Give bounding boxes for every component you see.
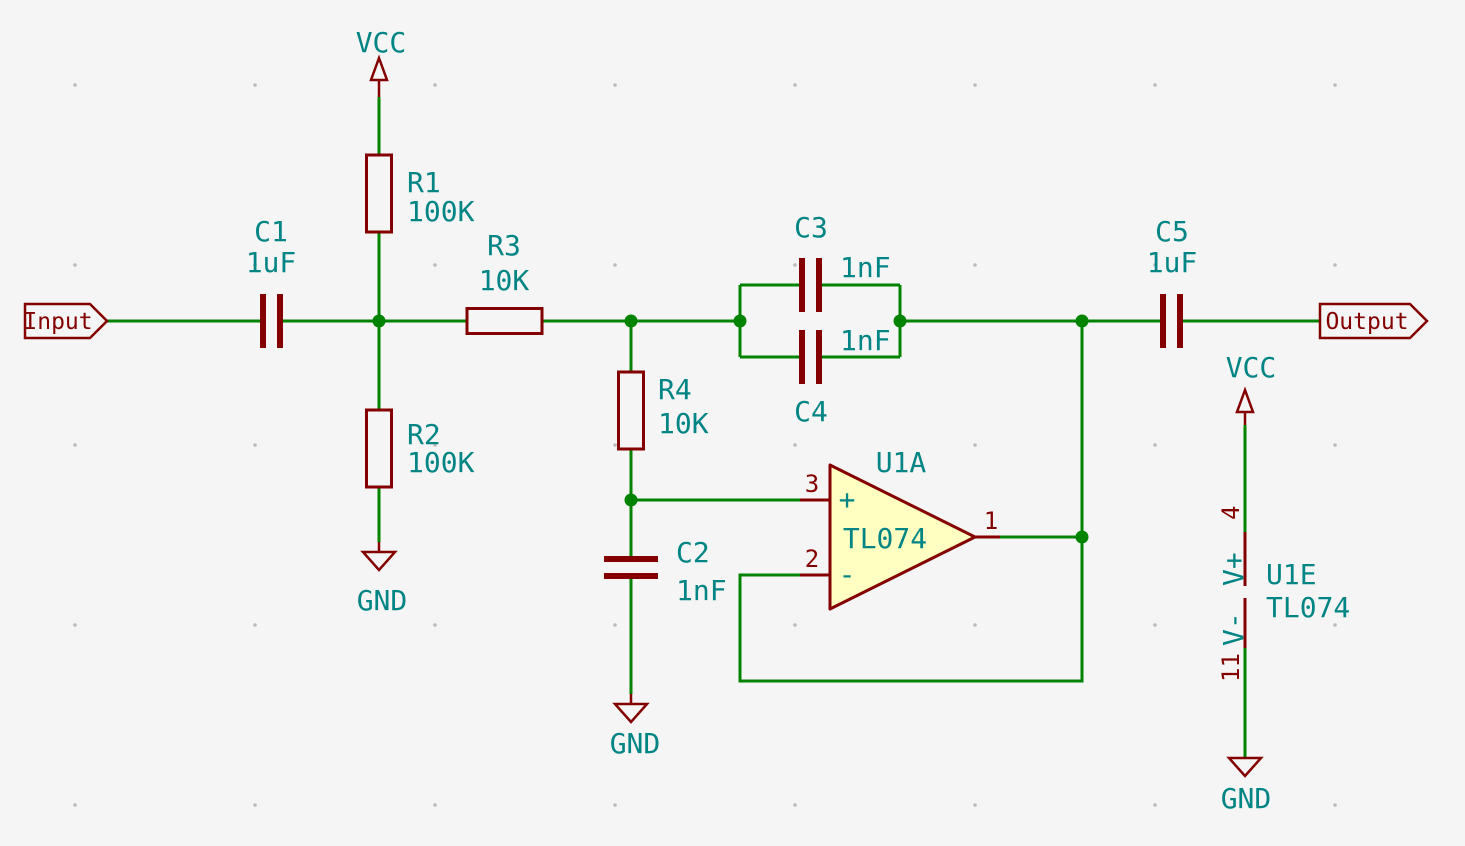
junctions bbox=[372, 314, 1089, 544]
resistor-body bbox=[365, 408, 393, 489]
c5-value: 1uF bbox=[1147, 246, 1198, 279]
vcc-label: VCC bbox=[1226, 351, 1277, 384]
junction-dot[interactable] bbox=[1075, 314, 1089, 328]
c1-ref: C1 bbox=[254, 215, 288, 248]
pin-number-2: 2 bbox=[805, 545, 819, 573]
pin-name-plus: + bbox=[839, 483, 856, 516]
wire[interactable] bbox=[738, 537, 1084, 683]
pin-name-vplus: V+ bbox=[1217, 552, 1250, 586]
output-label-outline bbox=[1318, 302, 1429, 340]
output-label-text: Output bbox=[1325, 309, 1408, 335]
power-gnd-r2[interactable]: GND bbox=[357, 542, 408, 617]
r2-ref: R2 bbox=[407, 418, 441, 451]
c4-ref: C4 bbox=[794, 395, 828, 428]
gnd-label: GND bbox=[1221, 782, 1272, 815]
capacitor-c3[interactable]: C3 1nF bbox=[794, 211, 891, 312]
r4-value: 10K bbox=[658, 407, 709, 440]
c1-value: 1uF bbox=[246, 246, 297, 279]
gnd-label: GND bbox=[357, 584, 408, 617]
capacitor-c4[interactable]: 1nF C4 bbox=[794, 324, 890, 428]
global-label-output[interactable]: Output bbox=[1318, 302, 1429, 340]
gnd-symbol-icon bbox=[360, 542, 398, 572]
vcc-arrow-icon bbox=[369, 54, 389, 97]
u1a-ref: U1A bbox=[876, 446, 927, 479]
resistor-body bbox=[465, 307, 544, 335]
capacitor-c1[interactable]: C1 1uF bbox=[246, 215, 297, 348]
r2-value: 100K bbox=[407, 446, 475, 479]
resistor-r1[interactable]: R1 100K bbox=[365, 153, 475, 234]
capacitor-c2[interactable]: C2 1nF bbox=[604, 536, 727, 607]
capacitor-c5[interactable]: C5 1uF bbox=[1147, 215, 1198, 348]
junction-dot[interactable] bbox=[893, 314, 907, 328]
opamp-u1a[interactable]: U1A TL074 3 2 1 + - bbox=[800, 446, 1000, 611]
gnd-symbol-icon bbox=[612, 694, 650, 724]
junction-dot[interactable] bbox=[624, 314, 638, 328]
resistor-r3[interactable]: R3 10K bbox=[465, 229, 544, 335]
input-label-outline bbox=[23, 302, 109, 340]
wires bbox=[107, 97, 1320, 758]
u1e-value: TL074 bbox=[1266, 591, 1350, 624]
c3-ref: C3 bbox=[794, 211, 828, 244]
pin-number-3: 3 bbox=[805, 470, 819, 498]
input-label-text: Input bbox=[23, 309, 92, 335]
pin-name-vminus: V- bbox=[1217, 612, 1250, 646]
junction-dot[interactable] bbox=[624, 493, 638, 507]
pin-number-11: 11 bbox=[1217, 653, 1245, 682]
pin-name-minus: - bbox=[839, 558, 856, 591]
c4-value: 1nF bbox=[840, 324, 891, 357]
power-vcc-u1e[interactable]: VCC bbox=[1226, 351, 1277, 425]
junction-dot[interactable] bbox=[1075, 530, 1089, 544]
c2-value: 1nF bbox=[676, 574, 727, 607]
r3-ref: R3 bbox=[487, 229, 521, 262]
resistor-body bbox=[617, 370, 645, 451]
c3-value: 1nF bbox=[840, 251, 891, 284]
r1-value: 100K bbox=[407, 195, 475, 228]
global-label-input[interactable]: Input bbox=[23, 302, 109, 340]
power-gnd-u1e[interactable]: GND bbox=[1221, 756, 1272, 815]
gnd-label: GND bbox=[610, 727, 661, 760]
c2-ref: C2 bbox=[676, 536, 710, 569]
vcc-arrow-icon bbox=[1235, 386, 1255, 425]
resistor-r4[interactable]: R4 10K bbox=[617, 370, 709, 451]
u1e-ref: U1E bbox=[1266, 558, 1317, 591]
power-gnd-c2[interactable]: GND bbox=[610, 694, 661, 760]
junction-dot[interactable] bbox=[372, 314, 386, 328]
r1-ref: R1 bbox=[407, 166, 441, 199]
gnd-symbol-icon bbox=[1226, 756, 1264, 778]
power-unit-u1e[interactable]: 4 V+ V- 11 U1E TL074 bbox=[1217, 506, 1350, 682]
vcc-label: VCC bbox=[356, 26, 407, 59]
r3-value: 10K bbox=[479, 264, 530, 297]
opamp-triangle bbox=[828, 463, 977, 611]
junction-dot[interactable] bbox=[733, 314, 747, 328]
u1a-value: TL074 bbox=[843, 522, 927, 555]
resistor-r2[interactable]: R2 100K bbox=[365, 408, 475, 489]
pin-number-1: 1 bbox=[984, 507, 998, 535]
r4-ref: R4 bbox=[658, 373, 692, 406]
pin-number-4: 4 bbox=[1217, 506, 1245, 520]
resistor-body bbox=[365, 153, 393, 234]
c5-ref: C5 bbox=[1155, 215, 1189, 248]
power-vcc-r1[interactable]: VCC bbox=[356, 26, 407, 97]
